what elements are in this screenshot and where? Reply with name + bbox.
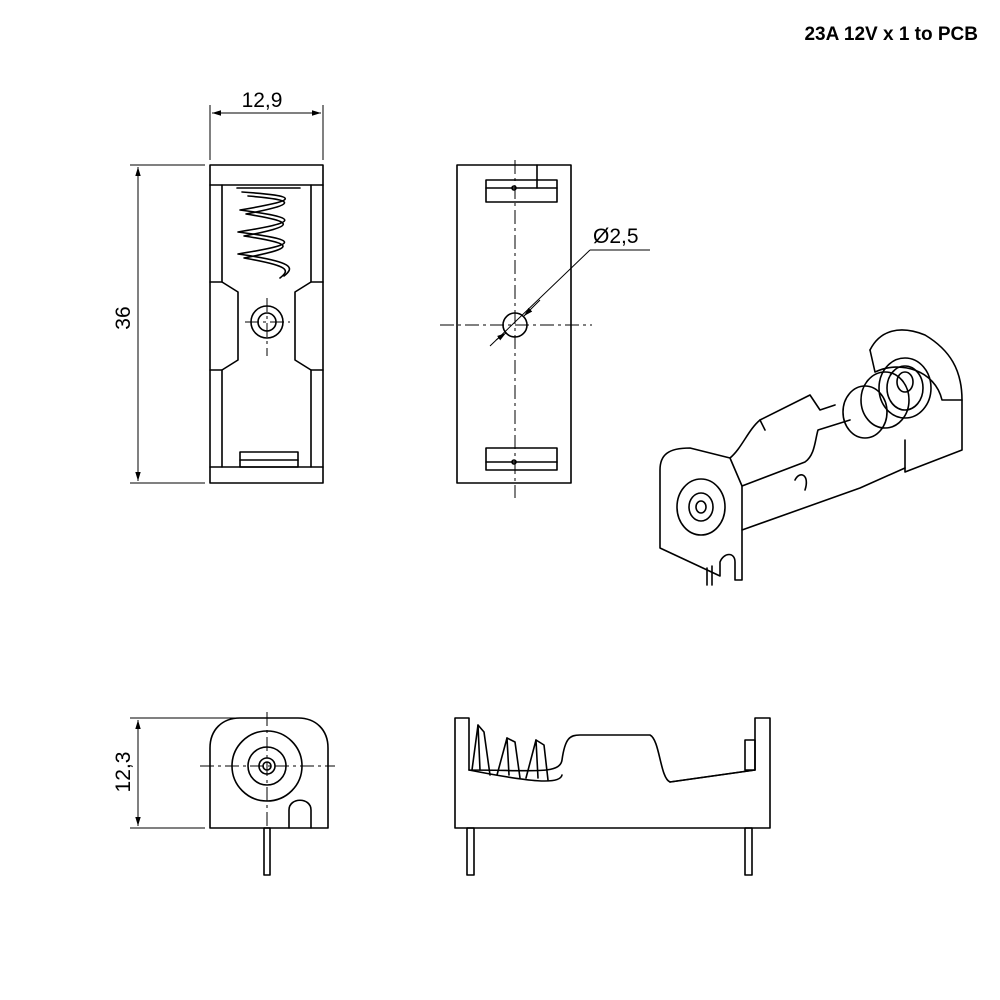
top-view: 12,9 36 <box>112 89 324 484</box>
spring <box>236 187 301 279</box>
end-view: 12,3 <box>112 712 335 876</box>
side-view <box>454 717 771 876</box>
dim-width-label: 12,9 <box>242 89 283 112</box>
dim-hole-label: Ø2,5 <box>593 225 639 248</box>
bottom-view: Ø2,5 <box>440 160 650 498</box>
drawing-title: 23A 12V x 1 to PCB <box>804 24 978 45</box>
isometric-view <box>659 329 963 586</box>
dim-height-label: 12,3 <box>112 752 135 793</box>
dim-length-label: 36 <box>112 306 135 329</box>
